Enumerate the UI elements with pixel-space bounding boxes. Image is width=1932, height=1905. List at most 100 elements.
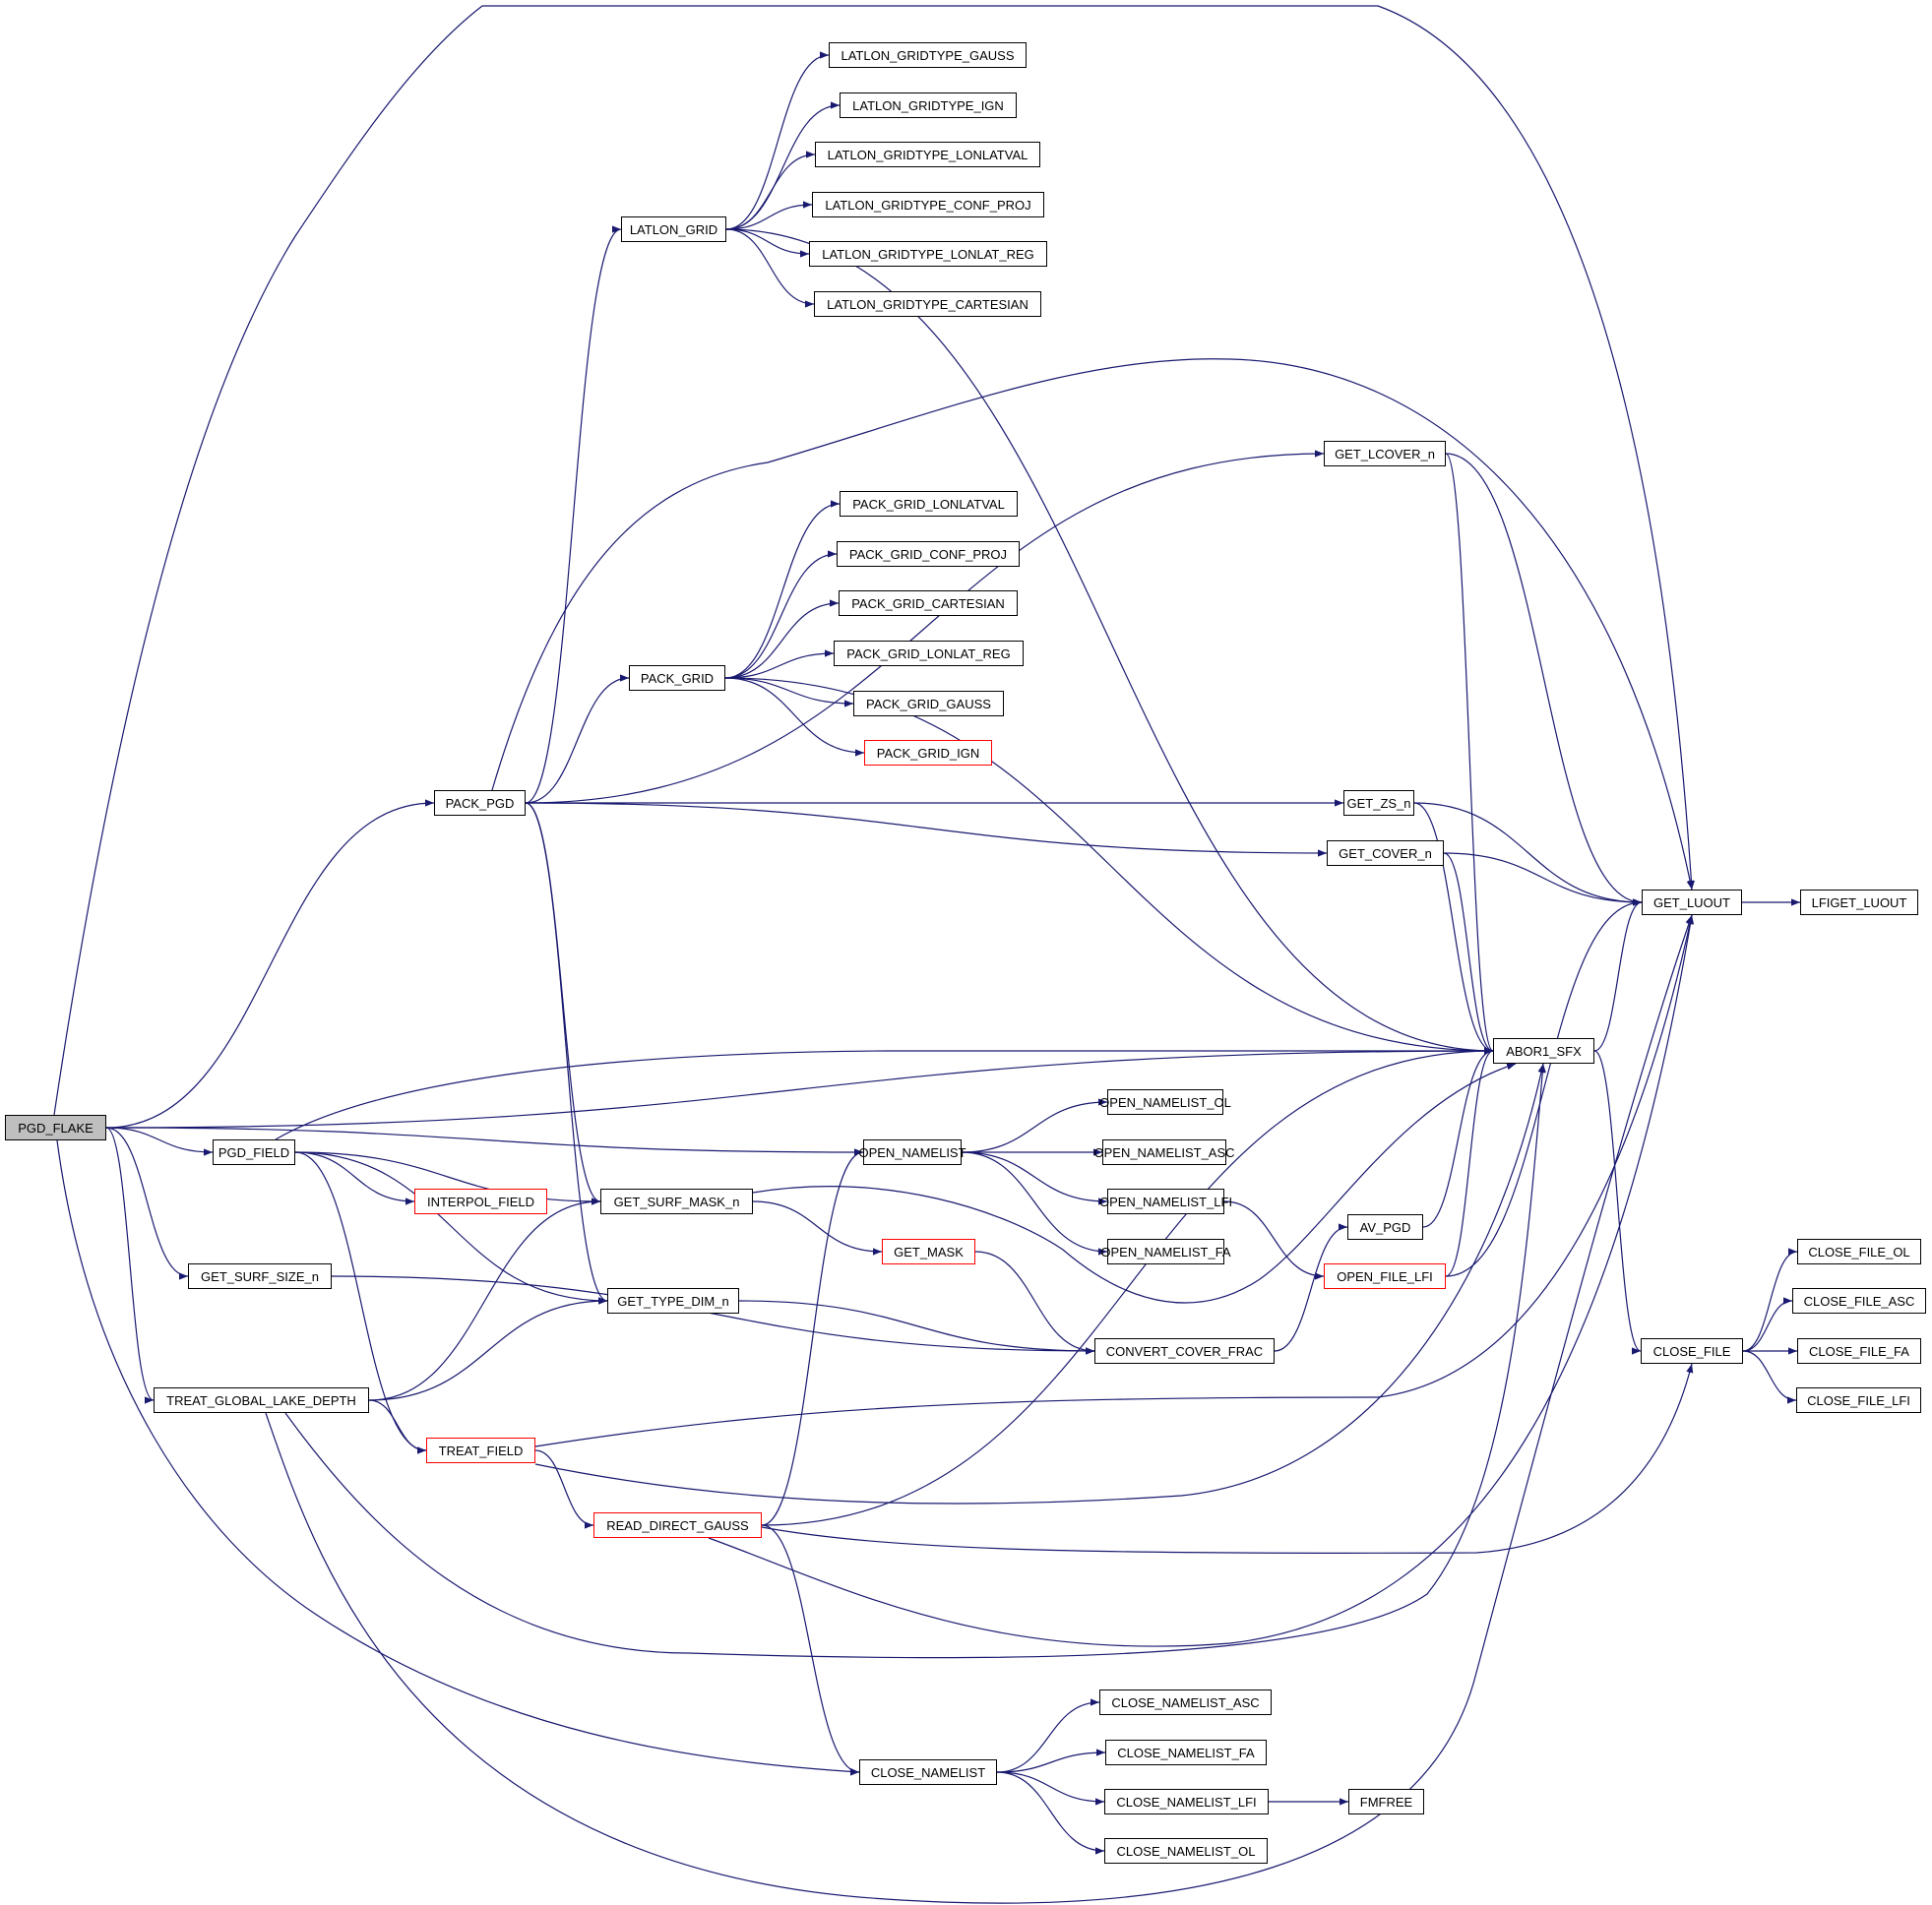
call-edge-treat-global-lake-depth-to-get-luout (265, 914, 1693, 1904)
call-edge-close-file-to-close-file-ol (1742, 1248, 1798, 1352)
node-close-namelist[interactable]: CLOSE_NAMELIST (859, 1759, 997, 1785)
node-get-cover-n[interactable]: GET_COVER_n (1327, 840, 1444, 866)
node-av-pgd[interactable]: AV_PGD (1347, 1214, 1423, 1240)
call-edge-get-mask-to-convert-cover-frac (974, 1251, 1095, 1355)
node-pack-grid[interactable]: PACK_GRID (629, 665, 725, 691)
node-pack-grid-conf-proj[interactable]: PACK_GRID_CONF_PROJ (837, 541, 1020, 567)
call-edge-open-namelist-to-open-namelist-ol (961, 1098, 1108, 1153)
node-pack-grid-ign[interactable]: PACK_GRID_IGN (864, 740, 992, 766)
node-pgd-flake[interactable]: PGD_FLAKE (5, 1115, 106, 1140)
node-get-surf-mask-n[interactable]: GET_SURF_MASK_n (600, 1189, 753, 1214)
call-edge-open-file-lfi-to-get-luout (1445, 898, 1643, 1277)
node-close-namelist-fa[interactable]: CLOSE_NAMELIST_FA (1105, 1740, 1267, 1765)
node-close-namelist-ol[interactable]: CLOSE_NAMELIST_OL (1104, 1838, 1268, 1864)
node-close-file-fa[interactable]: CLOSE_FILE_FA (1797, 1338, 1921, 1364)
node-pgd-field[interactable]: PGD_FIELD (213, 1139, 295, 1165)
call-edge-abor1-sfx-to-get-luout (1593, 898, 1643, 1052)
node-get-zs-n[interactable]: GET_ZS_n (1343, 790, 1414, 816)
node-open-namelist-fa[interactable]: OPEN_NAMELIST_FA (1100, 1239, 1231, 1264)
call-edge-pack-grid-to-pack-grid-conf-proj (724, 550, 838, 679)
node-open-namelist-lfi[interactable]: OPEN_NAMELIST_LFI (1099, 1189, 1232, 1214)
call-edge-pack-pgd-to-get-luout (491, 358, 1694, 891)
call-edge-open-namelist-to-open-namelist-fa (961, 1151, 1108, 1256)
call-edge-pgd-field-to-get-type-dim-n (294, 1151, 608, 1305)
call-edge-pack-grid-to-pack-grid-ign (724, 677, 865, 757)
node-latlon-gridtype-cartesian[interactable]: LATLON_GRIDTYPE_CARTESIAN (814, 291, 1041, 317)
node-pack-grid-lonlat-reg[interactable]: PACK_GRID_LONLAT_REG (834, 641, 1024, 666)
node-get-type-dim-n[interactable]: GET_TYPE_DIM_n (607, 1288, 739, 1314)
node-get-luout[interactable]: GET_LUOUT (1642, 890, 1742, 915)
call-edge-open-file-lfi-to-abor1-sfx (1445, 1047, 1494, 1277)
call-edge-get-lcover-n-to-abor1-sfx (1445, 453, 1494, 1055)
call-edge-treat-global-lake-depth-to-get-surf-mask-n (368, 1198, 601, 1401)
node-get-surf-size-n[interactable]: GET_SURF_SIZE_n (188, 1263, 332, 1289)
node-abor1-sfx[interactable]: ABOR1_SFX (1493, 1038, 1594, 1064)
node-pack-pgd[interactable]: PACK_PGD (434, 790, 526, 816)
call-edge-pgd-flake-to-pack-pgd (105, 799, 435, 1129)
node-treat-field[interactable]: TREAT_FIELD (426, 1438, 535, 1463)
node-close-file-lfi[interactable]: CLOSE_FILE_LFI (1796, 1387, 1921, 1413)
call-edge-get-lcover-n-to-get-luout (1445, 453, 1643, 906)
call-edge-pgd-field-to-interpol-field (294, 1151, 415, 1205)
call-edge-read-direct-gauss-to-close-namelist (761, 1524, 860, 1776)
node-lfiget-luout[interactable]: LFIGET_LUOUT (1800, 890, 1918, 915)
node-open-namelist[interactable]: OPEN_NAMELIST (858, 1139, 966, 1165)
call-edge-close-namelist-to-close-namelist-lfi (996, 1771, 1105, 1806)
node-get-lcover-n[interactable]: GET_LCOVER_n (1324, 441, 1446, 466)
call-edge-treat-field-to-abor1-sfx (534, 1063, 1545, 1505)
node-close-file-asc[interactable]: CLOSE_FILE_ASC (1792, 1288, 1926, 1314)
node-latlon-gridtype-conf-proj[interactable]: LATLON_GRIDTYPE_CONF_PROJ (812, 192, 1044, 217)
node-treat-global-lake-depth[interactable]: TREAT_GLOBAL_LAKE_DEPTH (154, 1387, 369, 1413)
call-edge-pgd-flake-to-treat-global-lake-depth (105, 1127, 155, 1404)
node-latlon-gridtype-gauss[interactable]: LATLON_GRIDTYPE_GAUSS (829, 42, 1027, 68)
call-edge-latlon-grid-to-latlon-gridtype-conf-proj (725, 201, 813, 230)
call-edge-pack-grid-to-pack-grid-lonlat-reg (724, 649, 835, 679)
node-latlon-gridtype-ign[interactable]: LATLON_GRIDTYPE_IGN (840, 92, 1017, 118)
node-interpol-field[interactable]: INTERPOL_FIELD (414, 1189, 547, 1214)
node-pack-grid-gauss[interactable]: PACK_GRID_GAUSS (853, 691, 1004, 716)
node-get-mask[interactable]: GET_MASK (882, 1239, 975, 1264)
node-open-file-lfi[interactable]: OPEN_FILE_LFI (1324, 1263, 1446, 1289)
node-open-namelist-asc[interactable]: OPEN_NAMELIST_ASC (1093, 1139, 1235, 1165)
node-latlon-gridtype-lonlatval[interactable]: LATLON_GRIDTYPE_LONLATVAL (815, 142, 1040, 167)
node-latlon-grid[interactable]: LATLON_GRID (621, 216, 726, 242)
call-edge-av-pgd-to-abor1-sfx (1422, 1047, 1494, 1228)
node-close-namelist-asc[interactable]: CLOSE_NAMELIST_ASC (1099, 1690, 1272, 1715)
call-edge-pack-pgd-to-get-lcover-n (525, 450, 1325, 804)
call-edge-latlon-grid-to-abor1-sfx (725, 228, 1494, 1055)
call-edge-get-cover-n-to-get-luout (1443, 852, 1643, 906)
call-edge-pgd-flake-to-get-surf-size-n (105, 1127, 189, 1280)
node-read-direct-gauss[interactable]: READ_DIRECT_GAUSS (593, 1512, 762, 1538)
node-open-namelist-ol[interactable]: OPEN_NAMELIST_OL (1099, 1089, 1231, 1115)
call-edge-read-direct-gauss-to-close-file (761, 1363, 1694, 1554)
call-edge-treat-field-to-get-luout (534, 914, 1694, 1447)
node-close-file-ol[interactable]: CLOSE_FILE_OL (1797, 1239, 1921, 1264)
call-edge-pgd-flake-to-pgd-field (105, 1127, 214, 1156)
call-edge-close-namelist-to-close-namelist-fa (996, 1749, 1106, 1773)
call-edge-pack-grid-to-pack-grid-gauss (724, 677, 854, 707)
node-close-file[interactable]: CLOSE_FILE (1641, 1338, 1743, 1364)
call-edge-pgd-flake-to-open-namelist (105, 1127, 864, 1156)
call-edge-pack-pgd-to-get-cover-n (525, 802, 1328, 857)
call-edge-close-file-to-close-file-lfi (1742, 1350, 1797, 1404)
node-pack-grid-lonlatval[interactable]: PACK_GRID_LONLATVAL (840, 491, 1018, 517)
call-edge-get-surf-size-n-to-convert-cover-frac (331, 1275, 1095, 1355)
call-edge-treat-global-lake-depth-to-treat-field (368, 1399, 427, 1454)
call-edge-get-zs-n-to-abor1-sfx (1413, 802, 1494, 1055)
call-edge-open-namelist-to-open-namelist-lfi (961, 1151, 1108, 1205)
node-latlon-gridtype-lonlat-reg[interactable]: LATLON_GRIDTYPE_LONLAT_REG (809, 241, 1047, 267)
node-pack-grid-cartesian[interactable]: PACK_GRID_CARTESIAN (839, 590, 1018, 616)
call-edge-pack-pgd-to-pack-grid (525, 674, 630, 804)
call-edge-pgd-field-to-treat-field (294, 1151, 427, 1454)
call-edge-abor1-sfx-to-close-file (1593, 1050, 1642, 1355)
call-edge-get-cover-n-to-abor1-sfx (1443, 852, 1494, 1055)
call-edge-read-direct-gauss-to-open-namelist (761, 1148, 864, 1526)
node-close-namelist-lfi[interactable]: CLOSE_NAMELIST_LFI (1104, 1789, 1269, 1814)
call-edge-latlon-grid-to-latlon-gridtype-lonlatval (725, 151, 816, 230)
node-convert-cover-frac[interactable]: CONVERT_COVER_FRAC (1094, 1338, 1275, 1364)
call-edge-get-zs-n-to-get-luout (1413, 802, 1643, 906)
node-fmfree[interactable]: FMFREE (1348, 1789, 1424, 1814)
call-edge-treat-field-to-read-direct-gauss (534, 1449, 594, 1529)
call-edge-pgd-flake-to-close-namelist (56, 1139, 860, 1776)
